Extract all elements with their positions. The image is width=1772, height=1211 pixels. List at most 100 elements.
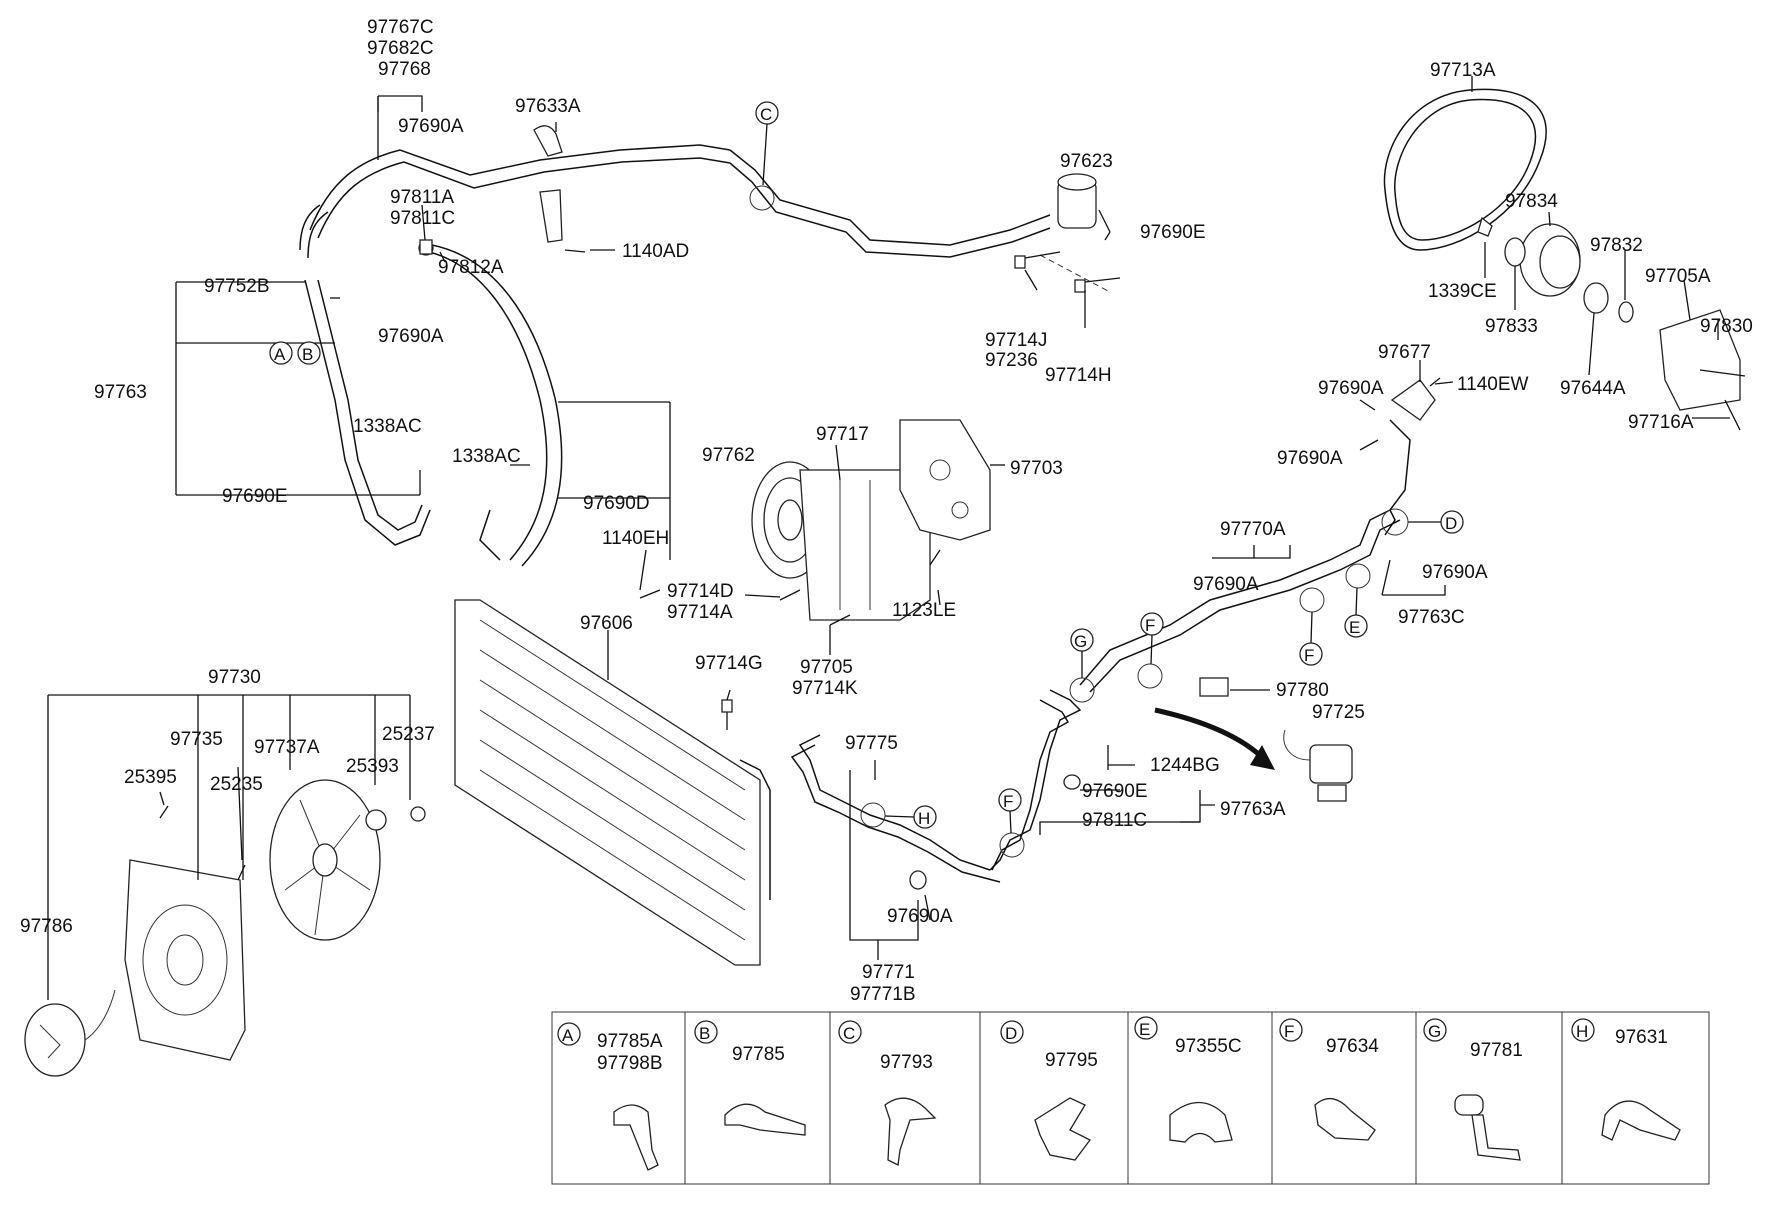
legend-letter: D xyxy=(1005,1024,1017,1043)
part-label: 97236 xyxy=(985,350,1038,371)
part-label: 97762 xyxy=(702,445,755,466)
part-label: 97771 xyxy=(862,962,915,983)
part-label: 97690A xyxy=(1193,574,1259,595)
part-label: 1140AD xyxy=(622,241,689,262)
part-label: 97763C xyxy=(1398,607,1465,628)
legend-letter: C xyxy=(843,1024,855,1043)
part-label: 97737A xyxy=(254,737,320,758)
part-label: 97705A xyxy=(1645,266,1711,287)
part-label: 97690E xyxy=(1140,222,1206,243)
part-label: 1140EW xyxy=(1457,374,1529,395)
part-label: 97690A xyxy=(1422,562,1488,583)
callout-letter: F xyxy=(1003,792,1013,811)
part-label: 1338AC xyxy=(353,416,422,437)
part-labels: 97767C 97682C 97768 97690A 97633A 97811A… xyxy=(20,17,1753,1005)
part-label: 97690A xyxy=(887,906,953,927)
drawing-lines xyxy=(24,88,1746,1077)
legend-part-number: 97781 xyxy=(1470,1040,1523,1061)
part-label: 97714H xyxy=(1045,365,1112,386)
part-label: 97690E xyxy=(222,486,288,507)
callout-letter: C xyxy=(760,105,772,124)
part-label: 97832 xyxy=(1590,235,1643,256)
legend-part-number: 97785 xyxy=(732,1044,785,1065)
part-label: 25235 xyxy=(210,774,263,795)
part-label: 97716A xyxy=(1628,412,1694,433)
part-label: 1339CE xyxy=(1428,281,1497,302)
part-label: 97811C xyxy=(390,208,455,229)
legend-letter: G xyxy=(1428,1022,1441,1041)
callout-letter: F xyxy=(1145,616,1155,635)
part-label: 97763A xyxy=(1220,799,1286,820)
legend-letter: F xyxy=(1284,1022,1294,1041)
part-label: 97677 xyxy=(1378,342,1431,363)
part-label: 97682C xyxy=(367,38,434,59)
part-label: 1140EH xyxy=(602,528,669,549)
callout-letter: D xyxy=(1445,514,1457,533)
callout-letter: A xyxy=(274,345,286,364)
callout-letter: B xyxy=(302,345,313,364)
callout-letter: E xyxy=(1349,618,1360,637)
part-label: 1338AC xyxy=(452,446,521,467)
part-label: 25393 xyxy=(346,756,399,777)
part-label: 97830 xyxy=(1700,316,1753,337)
part-label: 97623 xyxy=(1060,151,1113,172)
part-label: 97690A xyxy=(398,116,464,137)
part-label: 97690A xyxy=(378,326,444,347)
part-label: 97714K xyxy=(792,678,858,699)
part-label: 97690D xyxy=(583,493,650,514)
legend-letter: H xyxy=(1576,1022,1588,1041)
part-label: 97775 xyxy=(845,733,898,754)
part-label: 97713A xyxy=(1430,60,1496,81)
part-label: 25237 xyxy=(382,724,435,745)
callout-letter: G xyxy=(1074,632,1087,651)
part-label: 97633A xyxy=(515,96,581,117)
part-label: 97833 xyxy=(1485,316,1538,337)
part-label: 97725 xyxy=(1312,702,1365,723)
part-label: 97811A xyxy=(390,187,454,208)
legend-letter: E xyxy=(1139,1020,1150,1039)
part-label: 97714J xyxy=(985,330,1047,351)
part-label: 97735 xyxy=(170,729,223,750)
legend-part-number: 97793 xyxy=(880,1052,933,1073)
legend-part-number: 97355C xyxy=(1175,1036,1242,1057)
part-label: 97786 xyxy=(20,916,73,937)
part-label: 97771B xyxy=(850,984,916,1005)
part-label: 97690E xyxy=(1082,781,1148,802)
legend-letter: A xyxy=(562,1026,574,1045)
callout-circles: A B C D E F F G F H xyxy=(269,101,1464,858)
part-label: 1244BG xyxy=(1150,755,1220,776)
part-label: 97703 xyxy=(1010,458,1063,479)
part-label: 97812A xyxy=(438,257,504,278)
part-label: 97730 xyxy=(208,667,261,688)
legend-part-number: 97798B xyxy=(597,1053,663,1074)
part-label: 1123LE xyxy=(892,600,956,621)
part-label: 97763 xyxy=(94,382,147,403)
legend-part-number: 97795 xyxy=(1045,1050,1098,1071)
legend-letter: B xyxy=(699,1024,710,1043)
part-label: 97714A xyxy=(667,602,733,623)
part-label: 97644A xyxy=(1560,378,1626,399)
part-label: 97690A xyxy=(1318,378,1384,399)
part-label: 97767C xyxy=(367,17,434,38)
part-label: 97714G xyxy=(695,653,763,674)
part-label: 97606 xyxy=(580,613,633,634)
leader-lines xyxy=(47,76,1730,1000)
legend-part-number: 97785A xyxy=(597,1031,663,1052)
part-label: 97717 xyxy=(816,424,869,445)
legend-part-number: 97631 xyxy=(1615,1027,1668,1048)
legend-part-number: 97634 xyxy=(1326,1036,1379,1057)
callout-letter: H xyxy=(918,809,930,828)
part-label: 97752B xyxy=(204,276,270,297)
part-label: 25395 xyxy=(124,767,177,788)
callout-letter: F xyxy=(1304,646,1314,665)
part-label: 97780 xyxy=(1276,680,1329,701)
part-label: 97705 xyxy=(800,657,853,678)
part-label: 97811C xyxy=(1082,810,1147,831)
part-label: 97690A xyxy=(1277,448,1343,469)
part-label: 97768 xyxy=(378,59,431,80)
legend-table: A 97785A 97798B B 97785 C 97793 D 97795 … xyxy=(551,1011,1710,1185)
part-label: 97834 xyxy=(1505,191,1558,212)
part-label: 97714D xyxy=(667,581,734,602)
part-label: 97770A xyxy=(1220,519,1286,540)
